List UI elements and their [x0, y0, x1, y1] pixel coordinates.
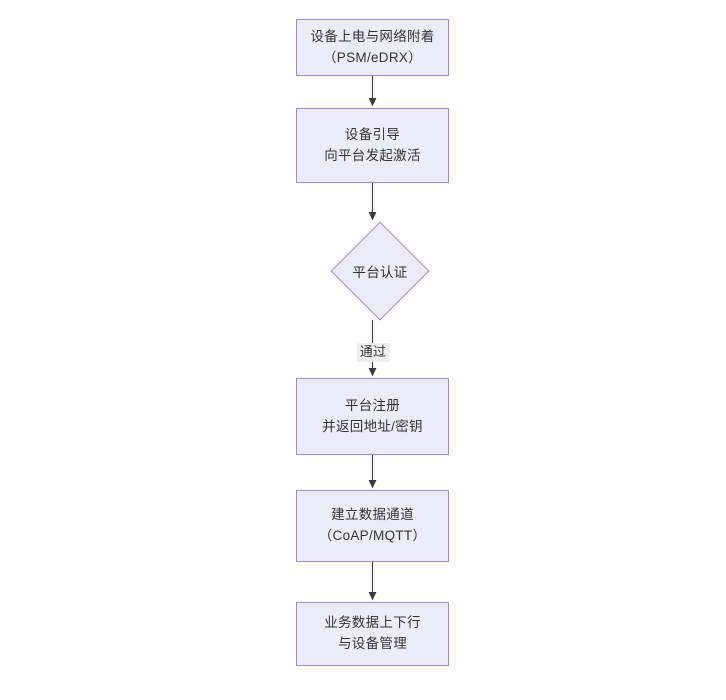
- node-label-line: 建立数据通道: [331, 507, 414, 523]
- node-label-line: 设备上电与网络附着: [310, 28, 435, 44]
- node-label-line: 平台注册: [344, 397, 401, 413]
- node-platform-authentication[interactable]: 平台认证: [325, 221, 435, 321]
- edge-label-pass: 通过: [356, 343, 390, 362]
- node-label-line: 设备引导: [344, 126, 401, 142]
- node-label-line: 与设备管理: [338, 636, 407, 651]
- edge-label-text: 通过: [359, 344, 387, 359]
- node-label-line: 业务数据上下行: [324, 615, 421, 631]
- node-device-power-on[interactable]: 设备上电与网络附着 （PSM/eDRX）: [296, 19, 449, 76]
- node-label-line: 向平台发起激活: [324, 147, 421, 163]
- node-business-data-and-device-management[interactable]: 业务数据上下行 与设备管理: [296, 602, 449, 666]
- node-label-line: （PSM/eDRX）: [322, 49, 423, 65]
- node-label-line: （CoAP/MQTT）: [318, 528, 427, 543]
- node-label-line: 并返回地址/密钥: [322, 418, 423, 434]
- node-label-line: 平台认证: [352, 265, 408, 280]
- node-establish-data-channel[interactable]: 建立数据通道 （CoAP/MQTT）: [296, 490, 449, 562]
- node-device-bootstrap[interactable]: 设备引导 向平台发起激活: [296, 108, 449, 183]
- node-platform-registration[interactable]: 平台注册 并返回地址/密钥: [296, 378, 449, 455]
